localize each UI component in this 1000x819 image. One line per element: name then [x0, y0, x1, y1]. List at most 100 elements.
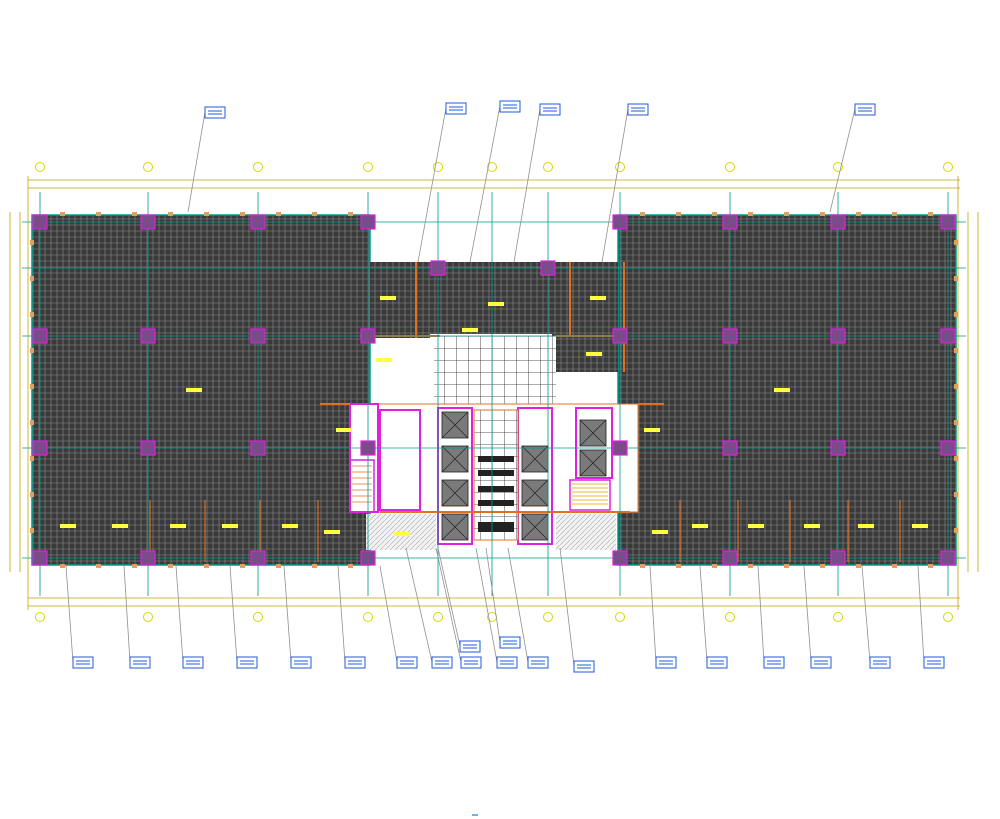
- axis-bubble-bottom: [833, 612, 843, 622]
- room-label-mark: [222, 524, 238, 528]
- axis-bubble-bottom: [363, 612, 373, 622]
- leader-line: [757, 565, 784, 663]
- column: [360, 440, 376, 456]
- axis-bubble-top: [543, 162, 553, 172]
- stud: [168, 212, 173, 216]
- annotation-tag: [204, 106, 226, 119]
- stud: [712, 564, 717, 568]
- room-label-mark: [60, 524, 76, 528]
- axis-bubble-top: [615, 162, 625, 172]
- column: [430, 260, 446, 276]
- annotation-tag: [499, 100, 521, 113]
- stud: [640, 212, 645, 216]
- stud: [676, 564, 681, 568]
- room-label-mark: [586, 352, 602, 356]
- elevator-car: [579, 449, 607, 477]
- column: [830, 550, 846, 566]
- stud: [240, 564, 245, 568]
- stud: [168, 564, 173, 568]
- leader-line: [649, 565, 676, 663]
- stud: [204, 564, 209, 568]
- stud: [712, 212, 717, 216]
- stud: [954, 276, 958, 281]
- annotation-tag: [496, 656, 518, 669]
- leader-line: [229, 565, 257, 663]
- leader-line: [417, 107, 466, 263]
- stair-right: [569, 479, 611, 511]
- leader-line: [437, 547, 480, 647]
- annotation-tag: [706, 656, 728, 669]
- stud: [30, 492, 34, 497]
- stud: [640, 564, 645, 568]
- column: [940, 550, 956, 566]
- stud: [30, 276, 34, 281]
- stud: [748, 212, 753, 216]
- room-label-mark: [590, 296, 606, 300]
- annotation-tag: [627, 103, 649, 116]
- axis-bubble-bottom: [143, 612, 153, 622]
- stud: [954, 312, 958, 317]
- room-label-mark: [394, 532, 410, 536]
- axis-bubble-bottom: [253, 612, 263, 622]
- room-label-mark: [186, 388, 202, 392]
- column: [140, 328, 156, 344]
- stud: [784, 212, 789, 216]
- annotation-tag: [445, 102, 467, 115]
- stud: [676, 212, 681, 216]
- axis-bubble-top: [433, 162, 443, 172]
- stud: [240, 212, 245, 216]
- column: [722, 440, 738, 456]
- stud: [60, 564, 65, 568]
- axis-bubble-top: [725, 162, 735, 172]
- stud: [820, 212, 825, 216]
- column: [32, 328, 48, 344]
- column: [612, 440, 628, 456]
- stud: [928, 564, 933, 568]
- annotation-tag: [854, 103, 876, 116]
- stud: [30, 456, 34, 461]
- elevator-car: [579, 419, 607, 447]
- room-label-mark: [324, 530, 340, 534]
- room-label-mark: [774, 388, 790, 392]
- lobby-tiles: [434, 336, 556, 406]
- stud: [928, 212, 933, 216]
- stair-left-treads: [352, 465, 372, 503]
- leader-line: [513, 108, 560, 263]
- axis-bubble-bottom: [615, 612, 625, 622]
- room-labels: [60, 296, 928, 536]
- axis-bubble-top: [253, 162, 263, 172]
- annotation-tag: [810, 656, 832, 669]
- axis-bubble-top: [833, 162, 843, 172]
- stud: [954, 528, 958, 533]
- column: [360, 328, 376, 344]
- annotation-tag: [182, 656, 204, 669]
- stud: [954, 420, 958, 425]
- office-partitions: [149, 500, 901, 562]
- annotation-tag: [344, 656, 366, 669]
- annotation-tag: [459, 640, 481, 653]
- perimeter-studs: [30, 212, 958, 568]
- leader-line: [283, 565, 311, 663]
- axis-bubble-top: [487, 162, 497, 172]
- leader-line: [699, 565, 727, 663]
- axis-bubble-top: [363, 162, 373, 172]
- stud: [30, 240, 34, 245]
- axis-bubble-top: [35, 162, 45, 172]
- room-label-mark: [692, 524, 708, 528]
- axis-bubble-bottom: [943, 612, 953, 622]
- axis-bubble-top: [143, 162, 153, 172]
- column: [250, 550, 266, 566]
- room-label-mark: [170, 524, 186, 528]
- annotation-tag: [396, 656, 418, 669]
- annotation-tag: [869, 656, 891, 669]
- room-label-mark: [748, 524, 764, 528]
- stud: [954, 348, 958, 353]
- room-label-mark: [652, 530, 668, 534]
- room-label-mark: [376, 358, 392, 362]
- stud: [60, 212, 65, 216]
- axis-bubble-top: [943, 162, 953, 172]
- stud: [954, 456, 958, 461]
- stud: [30, 312, 34, 317]
- room-label-mark: [336, 428, 352, 432]
